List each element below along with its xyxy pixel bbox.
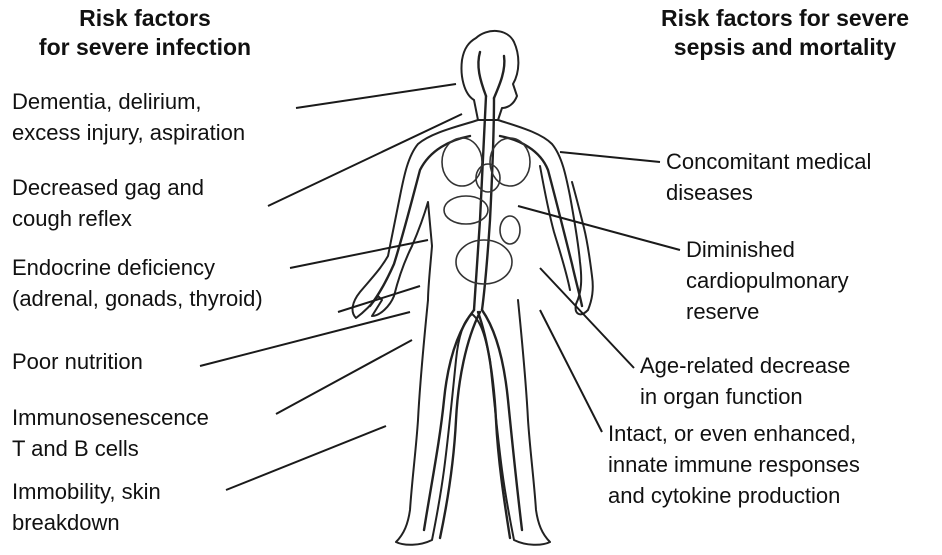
heart [476,164,500,192]
intestines [456,240,512,284]
head-outline [462,31,519,120]
leader-immunosenescence [276,340,412,414]
leader-gag-reflex [268,114,462,206]
leader-dementia [296,84,456,108]
right-leg-vessel [482,310,522,530]
left-leg-vessel [440,312,480,538]
right-leg-vessel [478,312,510,538]
leader-concomitant [560,152,660,162]
right-lung [490,138,530,186]
kidney [500,216,520,244]
left-arm-vessel [370,136,470,306]
neck-vessel [494,56,504,98]
leader-endocrine-2 [338,286,420,312]
leader-immobility [226,426,386,490]
leader-organ-function [540,268,634,368]
vessel-network [370,52,582,538]
leader-cardiopulmonary [518,206,680,250]
neck-vessel [478,52,486,96]
leader-innate-immune [540,310,602,432]
human-body-outline [353,31,593,545]
left-leg-outline [396,300,472,545]
